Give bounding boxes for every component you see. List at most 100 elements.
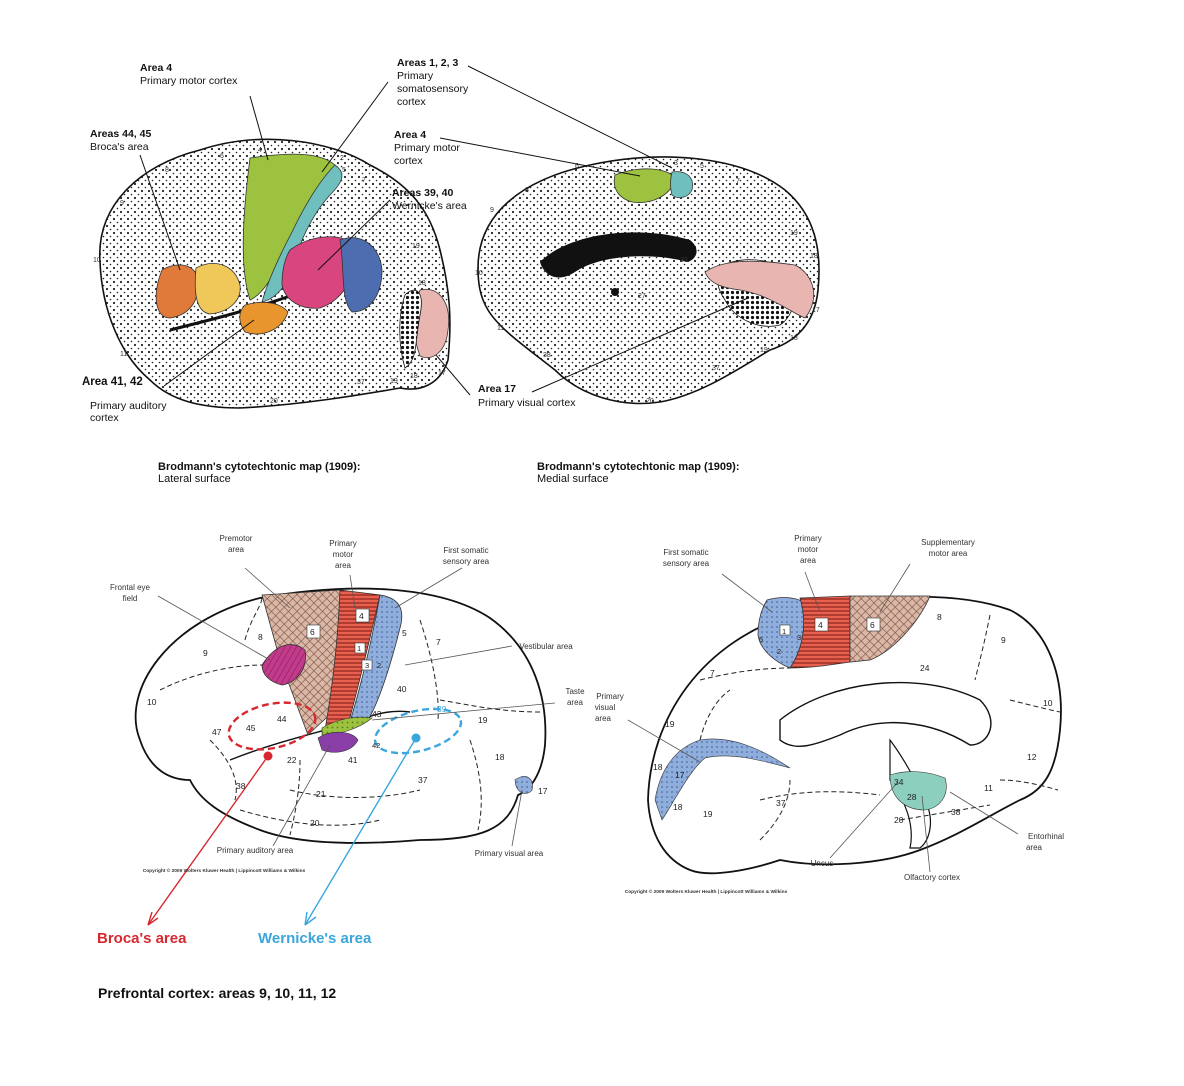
medial-dot [611, 288, 619, 296]
br-num-9: 9 [1001, 635, 1006, 645]
br-num-24: 24 [920, 663, 930, 673]
bl-wernicke-highlight [304, 707, 463, 926]
visual-area-18-dark [399, 289, 422, 369]
br-callout-lines [627, 563, 1019, 873]
br-visual-l3: area [595, 714, 612, 723]
br-num-12: 12 [1027, 752, 1037, 762]
bl-premotor-l1: Premotor [220, 534, 253, 543]
lateral-brain-drawing [99, 138, 451, 409]
caption-lateral-title: Brodmann's cytotechtonic map (1909): [158, 461, 361, 473]
br-supp-l1: Supplementary [921, 538, 975, 547]
broca-area-45 [155, 264, 199, 319]
bl-num-10: 10 [147, 697, 157, 707]
label-area4b-sub1: Primary motor [394, 142, 460, 154]
svg-text:6: 6 [575, 163, 579, 170]
svg-text:7: 7 [736, 178, 740, 185]
prefrontal-footer: Prefrontal cortex: areas 9, 10, 11, 12 [98, 985, 337, 1001]
broca-highlight-label: Broca's area [97, 930, 187, 947]
broca-area-44 [194, 263, 241, 315]
svg-text:20: 20 [270, 398, 278, 405]
svg-text:19: 19 [412, 243, 420, 250]
br-entorhinal-l1: Entorhinal [1028, 832, 1064, 841]
medial-motor-area4 [613, 168, 676, 203]
br-olfactory [889, 771, 947, 811]
svg-text:18: 18 [810, 253, 818, 260]
bl-num-3: 3 [365, 661, 369, 670]
medial-brain-drawing [477, 156, 820, 405]
bl-num-37: 37 [418, 775, 428, 785]
bl-broca-highlight [147, 701, 317, 926]
svg-text:18: 18 [790, 335, 798, 342]
bl-num-45: 45 [246, 723, 256, 733]
somatosensory-areas-123 [261, 164, 343, 303]
br-entorhinal-l2: area [1026, 843, 1043, 852]
br-motor-l1: Primary [794, 534, 822, 543]
bl-eye-l2: field [123, 594, 138, 603]
svg-text:7: 7 [362, 177, 366, 184]
br-copyright: Copyright © 2009 Wolters Kluwer Health |… [625, 888, 788, 895]
br-num-18: 18 [653, 762, 663, 772]
bl-taste-l1: Taste [565, 687, 585, 696]
bl-somatic-l1: First somatic [443, 546, 488, 555]
br-num-28: 28 [907, 792, 917, 802]
caption-lateral-sub: Lateral surface [158, 473, 231, 485]
bl-num-17: 17 [538, 786, 548, 796]
br-dashed-boundaries [699, 614, 1061, 841]
medial-callouts [439, 65, 749, 393]
bl-num-20: 20 [310, 818, 320, 828]
bl-eye-l1: Frontal eye [110, 583, 151, 592]
svg-text:10: 10 [475, 270, 483, 277]
br-num-20: 20 [894, 815, 904, 825]
label-areas123-title: Areas 1, 2, 3 [397, 57, 458, 69]
bl-frontal-eye [261, 644, 306, 686]
svg-text:27: 27 [638, 293, 646, 300]
br-olfactory: Olfactory cortex [904, 873, 960, 882]
label-area4b-sub2: cortex [394, 155, 423, 167]
br-supp-l2: motor area [929, 549, 968, 558]
lateral-sulcus [169, 294, 291, 332]
label-areas123-sub2: somatosensory [397, 83, 469, 95]
label-areas123-sub1: Primary [397, 70, 434, 82]
bl-num-39: 39 [437, 704, 447, 714]
br-num-19: 19 [665, 719, 675, 729]
bl-num-19: 19 [478, 715, 488, 725]
label-areas123-sub3: cortex [397, 96, 426, 108]
svg-text:19: 19 [790, 230, 798, 237]
bl-taste-l2: area [567, 698, 584, 707]
corpus-callosum [540, 232, 697, 278]
bl-num-4: 4 [359, 611, 364, 621]
bl-num-8: 8 [258, 632, 263, 642]
label-area4-title: Area 4 [140, 62, 172, 74]
bl-vestibular: Vestibular area [519, 642, 573, 651]
bl-num-18: 18 [495, 752, 505, 762]
br-num-3: 3 [797, 633, 801, 642]
wernicke-area-40 [281, 236, 357, 309]
svg-text:5: 5 [700, 163, 704, 170]
bl-copyright: Copyright © 2009 Wolters Kluwer Health |… [143, 867, 306, 874]
svg-text:11: 11 [120, 351, 127, 358]
br-num-11: 11 [984, 783, 993, 793]
label-area4b-title: Area 4 [394, 129, 426, 141]
br-somatic-l1: First somatic [663, 548, 708, 557]
br-num-8: 8 [937, 612, 942, 622]
svg-text:19: 19 [390, 378, 398, 385]
svg-text:8: 8 [525, 187, 529, 194]
label-area4-sub: Primary motor cortex [140, 75, 238, 87]
medial-somatosensory [670, 171, 693, 199]
svg-text:17: 17 [812, 307, 820, 314]
bl-num-1: 1 [357, 644, 361, 653]
bl-num-47: 47 [212, 727, 222, 737]
bl-auditory: Primary auditory area [217, 846, 294, 855]
label-broca-sub: Broca's area [90, 141, 149, 153]
bottom-lateral-map: 6 4 5 7 8 9 10 1 3 2 40 43 39 19 18 17 4… [110, 534, 585, 926]
caption-lateral: Brodmann's cytotechtonic map (1909): Lat… [158, 461, 361, 485]
svg-text:20: 20 [646, 398, 654, 405]
br-num-4: 4 [818, 620, 823, 630]
svg-text:8: 8 [165, 167, 169, 174]
br-somatic-l2: sensory area [663, 559, 710, 568]
bl-visual: Primary visual area [475, 849, 544, 858]
bl-text-labels: Premotor area Primary motor area First s… [110, 534, 585, 874]
svg-text:37: 37 [357, 379, 365, 386]
bl-visual-17 [514, 776, 533, 794]
